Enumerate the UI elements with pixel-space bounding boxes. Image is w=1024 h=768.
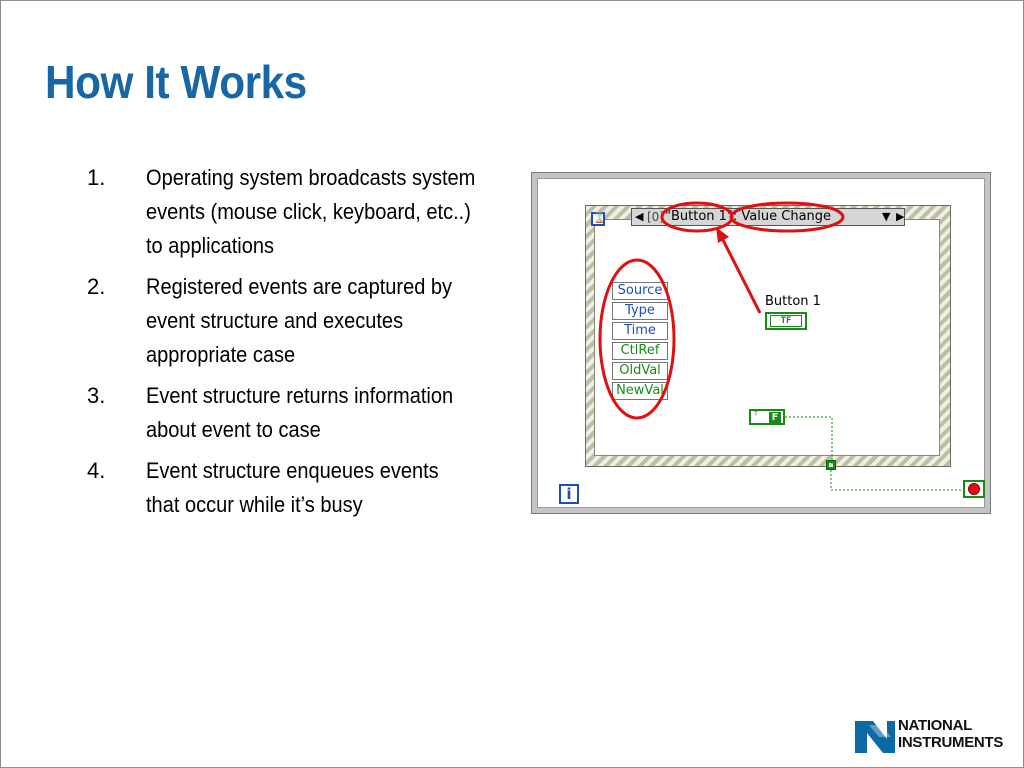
false-constant[interactable]: ᵀ F: [749, 409, 785, 425]
list-item: 1. Operating system broadcasts system ev…: [87, 161, 517, 263]
button-1-terminal[interactable]: TF: [765, 312, 807, 330]
stop-terminal[interactable]: [963, 480, 985, 498]
pointer-arrow-head: [716, 227, 729, 243]
while-loop-frame: ⌛ ◀ [0] "Button 1": Value Change ▼ ▶ Sou…: [537, 178, 985, 508]
logo-line-1: NATIONAL: [898, 717, 972, 734]
step-text: Event structure returns information abou…: [146, 383, 454, 442]
highlight-ellipse-case-name: [660, 201, 734, 233]
event-data-type[interactable]: Type: [612, 302, 668, 320]
step-text: Event structure enqueues events that occ…: [146, 458, 439, 517]
slide-title: How It Works: [45, 56, 307, 108]
tf-indicator-text: TF: [770, 315, 802, 327]
highlight-ellipse-event-data: [598, 258, 676, 420]
list-item: 2. Registered events are captured by eve…: [87, 270, 517, 372]
event-data-ctlref[interactable]: CtlRef: [612, 342, 668, 360]
iteration-terminal: i: [559, 484, 579, 504]
timeout-hourglass-icon: ⌛: [591, 212, 606, 226]
logo-wordmark: NATIONAL INSTRUMENTS: [898, 717, 1003, 751]
step-number: 3.: [87, 383, 106, 408]
event-data-oldval[interactable]: OldVal: [612, 362, 668, 380]
while-loop: ⌛ ◀ [0] "Button 1": Value Change ▼ ▶ Sou…: [546, 179, 986, 509]
highlight-ellipse-event-type: [729, 201, 845, 233]
decrement-arrow-icon[interactable]: ◀: [635, 210, 644, 223]
step-text: Registered events are captured by event …: [146, 274, 453, 367]
boolean-constant-icon: ᵀ: [754, 411, 758, 422]
block-diagram: ⌛ ◀ [0] "Button 1": Value Change ▼ ▶ Sou…: [531, 172, 991, 514]
ni-eagle-icon: [855, 721, 895, 753]
logo-line-2: INSTRUMENTS: [898, 734, 1004, 751]
event-data-newval[interactable]: NewVal: [612, 382, 668, 400]
step-number: 4.: [87, 458, 106, 483]
pointer-arrow-line: [718, 233, 762, 314]
steps-list: 1. Operating system broadcasts system ev…: [87, 161, 517, 529]
list-item: 4. Event structure enqueues events that …: [87, 454, 517, 522]
dropdown-arrow-icon[interactable]: ▼: [882, 210, 891, 223]
step-text: Operating system broadcasts system event…: [146, 165, 476, 258]
step-number: 2.: [87, 274, 106, 299]
step-number: 1.: [87, 165, 106, 190]
annotation-layer: [598, 201, 963, 491]
stop-wire: [830, 470, 963, 491]
list-item: 3. Event structure returns information a…: [87, 379, 517, 447]
increment-arrow-icon[interactable]: ▶: [896, 210, 905, 223]
stop-icon: [969, 484, 979, 494]
case-index: [0]: [647, 210, 664, 224]
case-selector[interactable]: ◀ [0] "Button 1": Value Change ▼ ▶: [631, 208, 905, 226]
boolean-wire: [785, 416, 833, 466]
false-constant-text: F: [769, 412, 781, 423]
national-instruments-logo: NATIONAL INSTRUMENTS: [853, 713, 1013, 761]
button-1-label: Button 1: [765, 294, 821, 309]
event-data-source[interactable]: Source: [612, 282, 668, 300]
event-data-time[interactable]: Time: [612, 322, 668, 340]
event-data-node: Source Type Time CtlRef OldVal NewVal: [612, 282, 668, 402]
